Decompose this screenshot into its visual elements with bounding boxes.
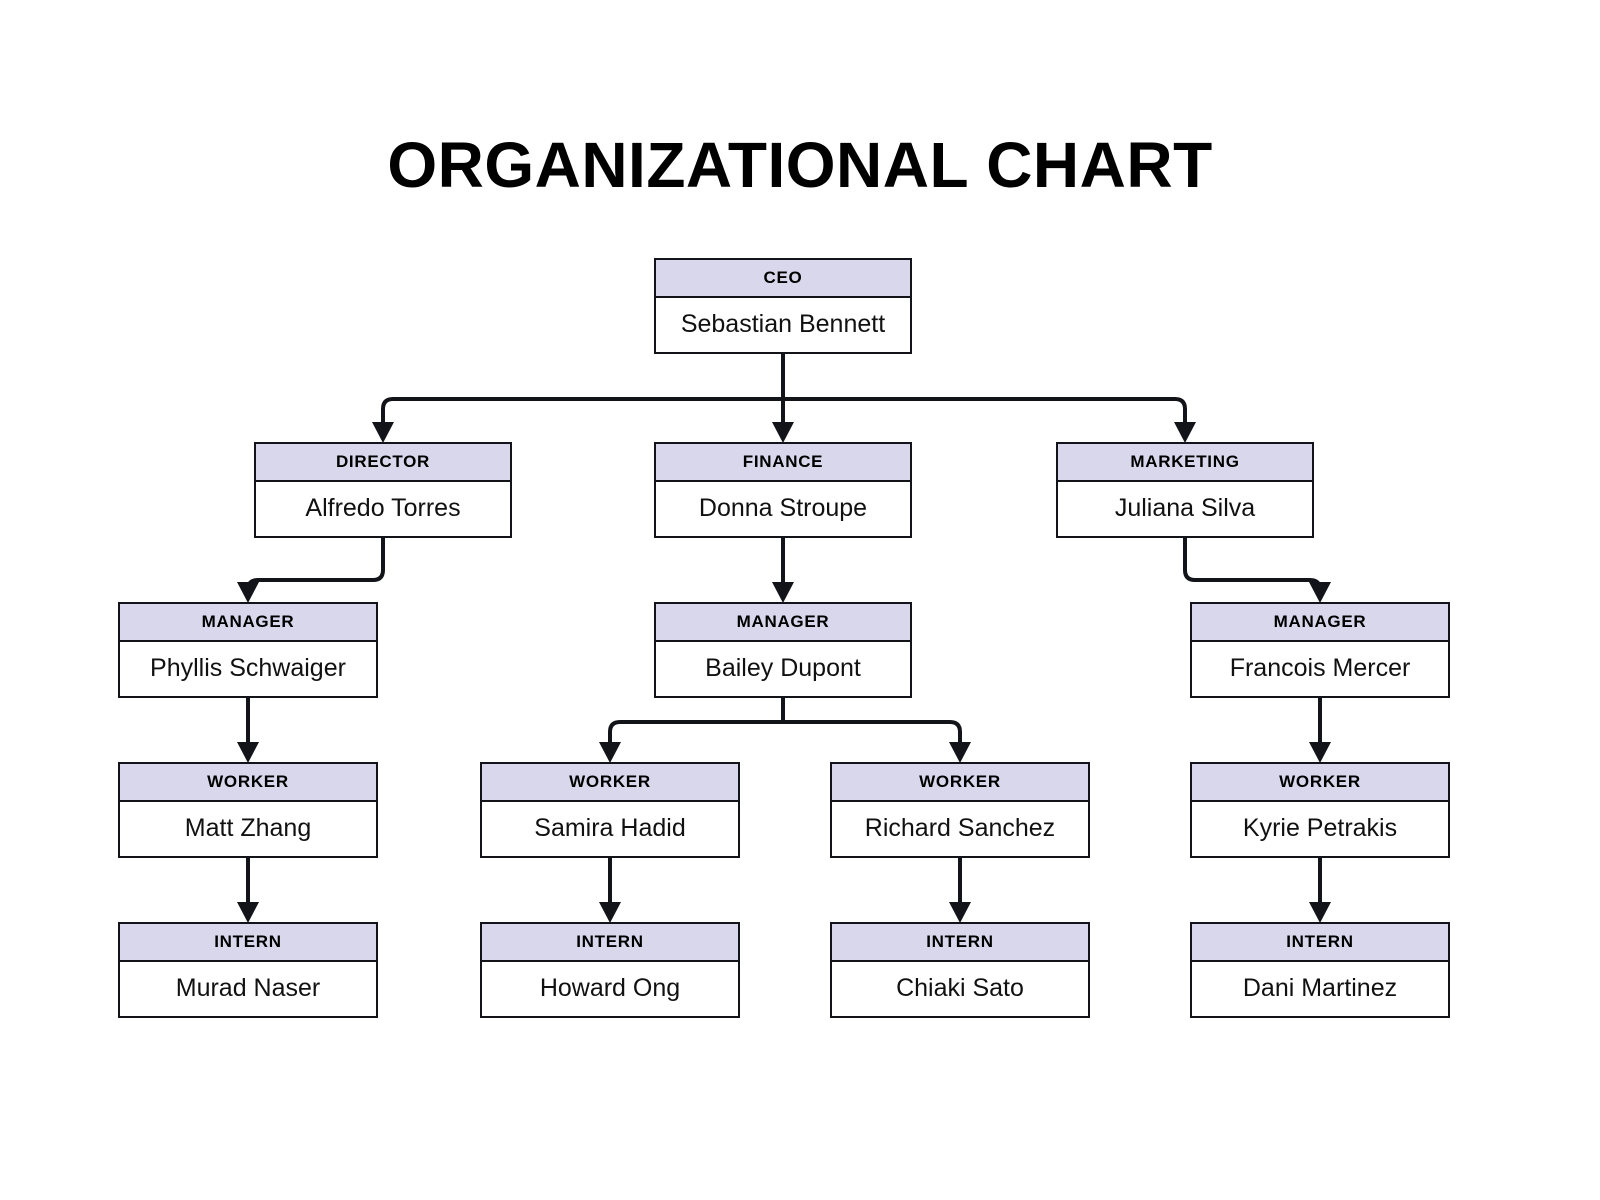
node-intern-dani[interactable]: INTERN Dani Martinez	[1190, 922, 1450, 1018]
node-person-name: Juliana Silva	[1058, 482, 1312, 536]
node-person-name: Chiaki Sato	[832, 962, 1088, 1016]
node-role-label: MANAGER	[656, 604, 910, 642]
arrowhead-intern2	[599, 902, 621, 923]
arrowhead-manager3	[1309, 582, 1331, 603]
arrowhead-worker4	[1309, 742, 1331, 763]
node-person-name: Alfredo Torres	[256, 482, 510, 536]
node-role-label: INTERN	[482, 924, 738, 962]
edge-manager2-worker3	[783, 720, 962, 746]
node-role-label: WORKER	[120, 764, 376, 802]
node-role-label: CEO	[656, 260, 910, 298]
edge-ceo-director	[381, 397, 783, 426]
arrowhead-manager2	[772, 582, 794, 603]
node-manager-francois[interactable]: MANAGER Francois Mercer	[1190, 602, 1450, 698]
node-person-name: Phyllis Schwaiger	[120, 642, 376, 696]
node-role-label: INTERN	[1192, 924, 1448, 962]
node-manager-bailey[interactable]: MANAGER Bailey Dupont	[654, 602, 912, 698]
node-worker-matt[interactable]: WORKER Matt Zhang	[118, 762, 378, 858]
node-person-name: Donna Stroupe	[656, 482, 910, 536]
node-intern-howard[interactable]: INTERN Howard Ong	[480, 922, 740, 1018]
node-person-name: Bailey Dupont	[656, 642, 910, 696]
node-person-name: Richard Sanchez	[832, 802, 1088, 856]
arrowheads	[237, 422, 1331, 923]
node-intern-murad[interactable]: INTERN Murad Naser	[118, 922, 378, 1018]
node-worker-kyrie[interactable]: WORKER Kyrie Petrakis	[1190, 762, 1450, 858]
node-person-name: Dani Martinez	[1192, 962, 1448, 1016]
arrowhead-worker1	[237, 742, 259, 763]
edge-marketing-manager3	[1183, 534, 1322, 592]
edge-director-manager1	[246, 534, 385, 592]
arrowhead-worker3	[949, 742, 971, 763]
node-finance[interactable]: FINANCE Donna Stroupe	[654, 442, 912, 538]
node-intern-chiaki[interactable]: INTERN Chiaki Sato	[830, 922, 1090, 1018]
node-worker-richard[interactable]: WORKER Richard Sanchez	[830, 762, 1090, 858]
node-role-label: WORKER	[1192, 764, 1448, 802]
arrowhead-director	[372, 422, 394, 443]
edge-manager2-worker2	[608, 720, 783, 746]
node-person-name: Sebastian Bennett	[656, 298, 910, 352]
node-manager-phyllis[interactable]: MANAGER Phyllis Schwaiger	[118, 602, 378, 698]
arrowhead-finance	[772, 422, 794, 443]
node-worker-samira[interactable]: WORKER Samira Hadid	[480, 762, 740, 858]
node-person-name: Howard Ong	[482, 962, 738, 1016]
node-role-label: FINANCE	[656, 444, 910, 482]
node-role-label: WORKER	[832, 764, 1088, 802]
arrowhead-intern3	[949, 902, 971, 923]
arrowhead-intern4	[1309, 902, 1331, 923]
node-person-name: Matt Zhang	[120, 802, 376, 856]
node-person-name: Murad Naser	[120, 962, 376, 1016]
edge-ceo-marketing	[783, 397, 1187, 426]
node-person-name: Kyrie Petrakis	[1192, 802, 1448, 856]
node-role-label: INTERN	[120, 924, 376, 962]
node-person-name: Francois Mercer	[1192, 642, 1448, 696]
page-title: ORGANIZATIONAL CHART	[387, 129, 1213, 201]
node-role-label: DIRECTOR	[256, 444, 510, 482]
node-marketing[interactable]: MARKETING Juliana Silva	[1056, 442, 1314, 538]
node-role-label: WORKER	[482, 764, 738, 802]
node-role-label: MANAGER	[1192, 604, 1448, 642]
node-role-label: MARKETING	[1058, 444, 1312, 482]
node-person-name: Samira Hadid	[482, 802, 738, 856]
arrowhead-manager1	[237, 582, 259, 603]
node-role-label: MANAGER	[120, 604, 376, 642]
arrowhead-marketing	[1174, 422, 1196, 443]
arrowhead-intern1	[237, 902, 259, 923]
node-director[interactable]: DIRECTOR Alfredo Torres	[254, 442, 512, 538]
arrowhead-worker2	[599, 742, 621, 763]
node-role-label: INTERN	[832, 924, 1088, 962]
node-ceo[interactable]: CEO Sebastian Bennett	[654, 258, 912, 354]
